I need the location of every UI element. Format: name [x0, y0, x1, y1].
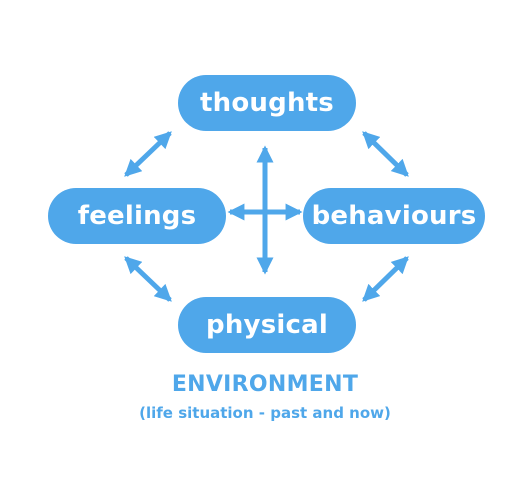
node-feelings: feelings: [48, 188, 226, 244]
arrow-thoughts-feelings: [124, 131, 172, 177]
environment-subtitle: (life situation - past and now): [139, 404, 391, 422]
arrow-behaviours-physical: [362, 256, 409, 302]
node-thoughts: thoughts: [178, 75, 356, 131]
environment-title: ENVIRONMENT: [171, 372, 359, 397]
node-physical: physical: [178, 297, 356, 353]
arrow-thoughts-behaviours: [362, 131, 409, 177]
arrow-feelings-physical: [124, 256, 172, 302]
node-behaviours: behaviours: [303, 188, 485, 244]
